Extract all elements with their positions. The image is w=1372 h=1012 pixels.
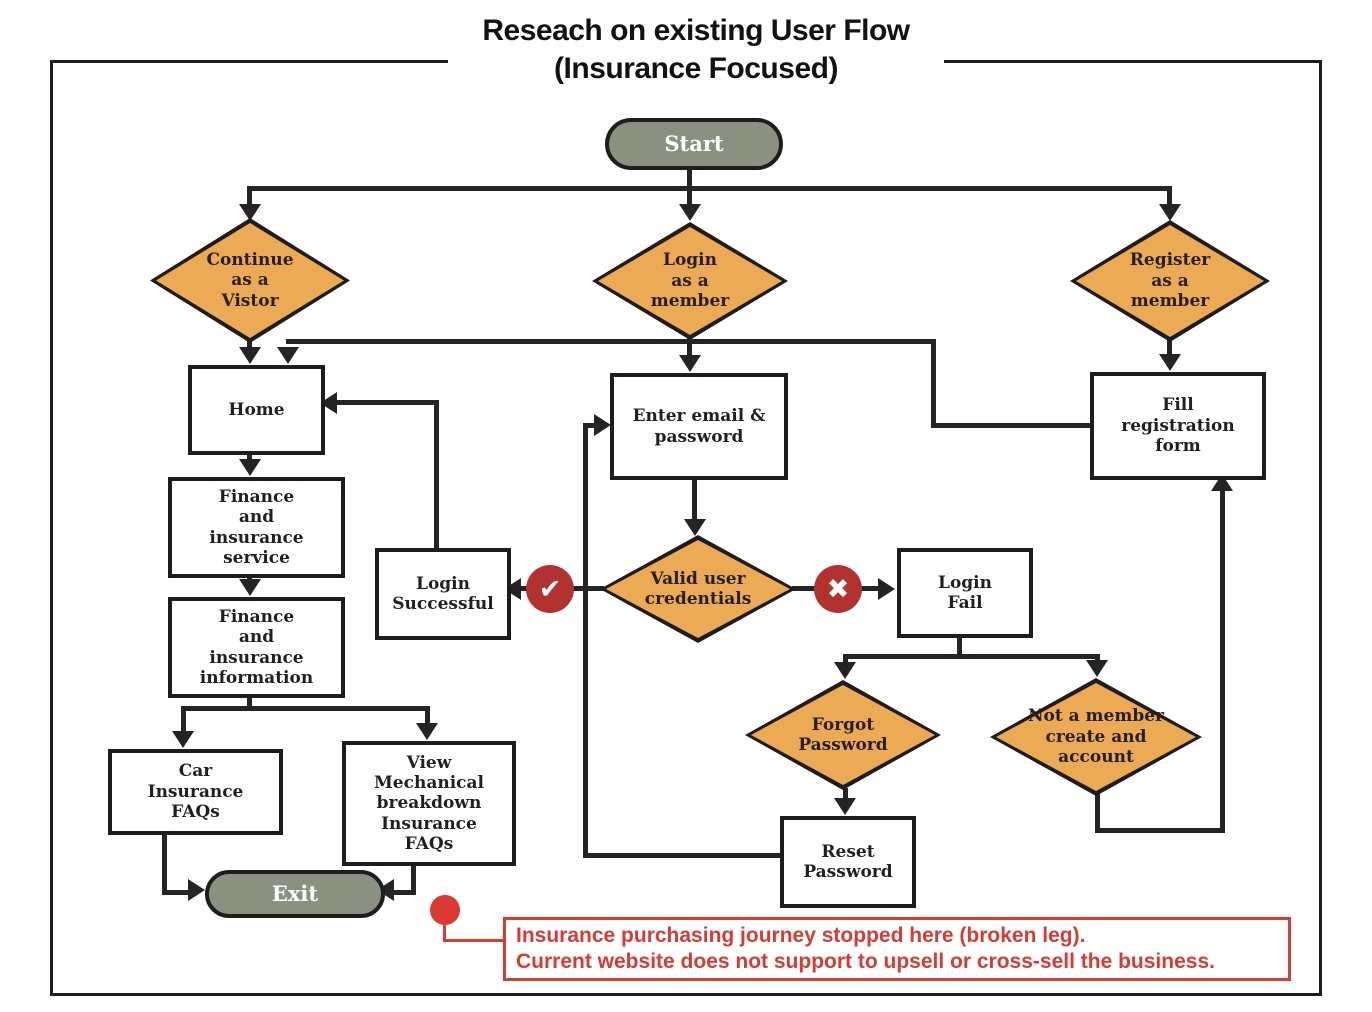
start-label: Start bbox=[664, 131, 724, 157]
decision-forgot-password: Forgot Password bbox=[745, 680, 941, 790]
connector-line bbox=[434, 400, 439, 550]
exit-label: Exit bbox=[271, 881, 319, 907]
connector-line bbox=[181, 706, 429, 711]
connector-line bbox=[394, 890, 416, 895]
connector-line bbox=[692, 470, 697, 520]
connector-line bbox=[286, 339, 936, 344]
process-enter-credentials: Enter email & password bbox=[610, 373, 788, 480]
connector-line bbox=[425, 706, 430, 726]
arrowhead bbox=[172, 731, 194, 748]
process-fill-registration: Fill registration form bbox=[1090, 372, 1266, 480]
decision-valid-credentials-label: Valid user credentials bbox=[644, 568, 752, 609]
annotation-connector bbox=[443, 939, 505, 942]
connector-line bbox=[247, 186, 252, 206]
connector-line bbox=[181, 706, 186, 734]
decision-not-a-member-label: Not a member create and account bbox=[1027, 706, 1165, 768]
process-enter-credentials-label: Enter email & password bbox=[632, 406, 766, 447]
connector-line bbox=[843, 788, 848, 802]
annotation-note: Insurance purchasing journey stopped her… bbox=[503, 917, 1291, 981]
connector-line bbox=[583, 423, 588, 858]
arrowhead bbox=[239, 347, 261, 364]
arrowhead bbox=[188, 879, 205, 901]
process-login-successful-label: Login Successful bbox=[392, 573, 494, 614]
process-finance-information: Finance and insurance information bbox=[168, 597, 345, 698]
connector-line bbox=[931, 423, 1092, 428]
process-login-fail-label: Login Fail bbox=[938, 572, 992, 613]
annotation-line-1: Insurance purchasing journey stopped her… bbox=[516, 924, 1086, 947]
arrowhead bbox=[239, 204, 261, 221]
connector-line bbox=[1167, 186, 1172, 206]
connector-line bbox=[687, 186, 692, 206]
connector-line bbox=[1095, 828, 1225, 833]
check-glyph: ✔ bbox=[538, 573, 562, 605]
process-finance-information-label: Finance and insurance information bbox=[199, 606, 314, 688]
decision-valid-credentials: Valid user credentials bbox=[600, 535, 796, 643]
connector-line bbox=[336, 400, 439, 405]
connector-line bbox=[1220, 488, 1225, 833]
arrowhead bbox=[1086, 660, 1108, 677]
process-mechanical-faqs: View Mechanical breakdown Insurance FAQs bbox=[342, 741, 516, 866]
process-car-insurance-faqs: Car Insurance FAQs bbox=[108, 749, 283, 835]
decision-register-member: Register as a member bbox=[1070, 220, 1270, 342]
success-check-icon: ✔ bbox=[526, 565, 574, 613]
process-finance-service: Finance and insurance service bbox=[168, 477, 345, 578]
process-login-successful: Login Successful bbox=[375, 548, 511, 640]
annotation-line-2: Current website does not support to upse… bbox=[516, 950, 1215, 974]
decision-register-member-label: Register as a member bbox=[1129, 250, 1211, 312]
start-node: Start bbox=[605, 118, 783, 170]
arrowhead bbox=[239, 579, 261, 596]
process-finance-service-label: Finance and insurance service bbox=[209, 486, 304, 568]
process-login-fail: Login Fail bbox=[897, 548, 1033, 638]
fail-cross-icon: ✖ bbox=[814, 565, 862, 613]
decision-continue-visitor-label: Continue as a Vistor bbox=[206, 249, 294, 311]
arrowhead bbox=[416, 723, 438, 740]
arrowhead bbox=[679, 355, 701, 372]
connector-line bbox=[162, 890, 188, 895]
decision-forgot-password-label: Forgot Password bbox=[798, 714, 888, 755]
arrowhead bbox=[878, 578, 895, 600]
process-reset-password: Reset Password bbox=[780, 816, 916, 908]
decision-login-member-label: Login as a member bbox=[650, 250, 730, 312]
process-mechanical-faqs-label: View Mechanical breakdown Insurance FAQs bbox=[373, 752, 484, 855]
connector-line bbox=[411, 856, 416, 895]
arrowhead bbox=[834, 662, 856, 679]
decision-not-a-member: Not a member create and account bbox=[990, 678, 1202, 796]
title-line-2: (Insurance Focused) bbox=[554, 51, 838, 85]
arrowhead bbox=[1159, 204, 1181, 221]
decision-continue-visitor: Continue as a Vistor bbox=[150, 218, 350, 343]
arrowhead bbox=[834, 798, 856, 815]
arrowhead bbox=[594, 414, 611, 436]
arrowhead bbox=[277, 347, 299, 364]
process-fill-registration-label: Fill registration form bbox=[1121, 395, 1235, 457]
cross-glyph: ✖ bbox=[826, 573, 850, 605]
arrowhead bbox=[684, 519, 706, 536]
title-line-1: Reseach on existing User Flow bbox=[482, 14, 910, 47]
connector-line bbox=[687, 160, 692, 190]
annotation-connector bbox=[443, 922, 446, 942]
connector-line bbox=[687, 337, 692, 359]
connector-line bbox=[248, 186, 1172, 191]
connector-line bbox=[583, 853, 780, 858]
diagram-title: Reseach on existing User Flow (Insurance… bbox=[448, 12, 944, 104]
connector-line bbox=[1167, 340, 1172, 358]
process-reset-password-label: Reset Password bbox=[803, 841, 893, 882]
connector-line bbox=[931, 339, 936, 427]
process-home: Home bbox=[188, 365, 325, 455]
exit-node: Exit bbox=[205, 870, 385, 918]
arrowhead bbox=[239, 459, 261, 476]
process-home-label: Home bbox=[228, 399, 285, 420]
connector-line bbox=[843, 654, 848, 667]
connector-line bbox=[162, 825, 167, 895]
connector-line bbox=[247, 341, 252, 351]
connector-line bbox=[843, 654, 1099, 659]
decision-login-member: Login as a member bbox=[592, 222, 788, 340]
arrowhead bbox=[679, 204, 701, 221]
arrowhead bbox=[1159, 354, 1181, 371]
process-car-insurance-faqs-label: Car Insurance FAQs bbox=[147, 761, 244, 823]
connector-line bbox=[247, 688, 252, 710]
annotation-dot bbox=[430, 895, 460, 925]
connector-line bbox=[1095, 793, 1100, 833]
connector-line bbox=[583, 423, 597, 428]
connector-line bbox=[957, 628, 962, 658]
